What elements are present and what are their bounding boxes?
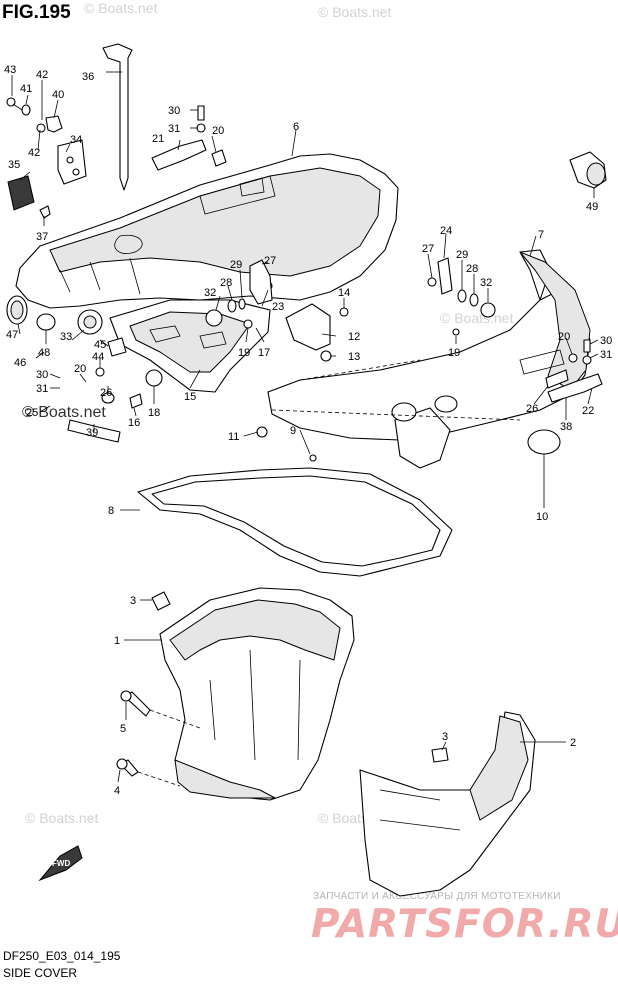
callout-18: 18	[148, 407, 160, 419]
callout-42-lower: 42	[28, 147, 40, 159]
callout-27-right: 27	[422, 243, 434, 255]
fwd-arrow-icon: FWD	[38, 845, 83, 882]
callout-20-top: 20	[212, 125, 224, 137]
callout-20-right: 20	[558, 331, 570, 343]
figure-title: FIG.195	[2, 2, 71, 23]
callout-14: 14	[338, 287, 350, 299]
callout-32-left: 32	[204, 287, 216, 299]
callout-27-left: 27	[264, 255, 276, 267]
part-2-lower-cover-right	[359, 711, 536, 897]
watermark-boats-3: © Boats.net	[440, 310, 514, 326]
callout-44: 44	[92, 351, 104, 363]
callout-13: 13	[348, 351, 360, 363]
callout-34: 34	[70, 134, 82, 146]
callout-21: 21	[152, 133, 164, 145]
callout-15: 15	[184, 391, 196, 403]
callout-41: 41	[20, 83, 32, 95]
callout-29-right: 29	[456, 249, 468, 261]
callout-46: 46	[14, 357, 26, 369]
figure-code: DF250_E03_014_195	[3, 949, 121, 963]
part-8-seal	[137, 467, 453, 577]
callout-29-left: 29	[230, 259, 242, 271]
callout-32-right: 32	[480, 277, 492, 289]
callout-28-left: 28	[220, 277, 232, 289]
callout-8: 8	[108, 505, 114, 517]
callout-4: 4	[114, 785, 120, 797]
part-1-lower-cover-left	[159, 587, 355, 801]
callout-45: 45	[94, 339, 106, 351]
callout-49: 49	[586, 201, 598, 213]
figure-name: SIDE COVER	[3, 966, 78, 980]
callout-48: 48	[38, 347, 50, 359]
watermark-boats-5: © Boats.net	[25, 810, 99, 826]
callout-28-right: 28	[466, 263, 478, 275]
callout-26-left: 26	[100, 387, 112, 399]
callout-5: 5	[120, 723, 126, 735]
callout-30-top: 30	[168, 105, 180, 117]
part-15-lower-frame-left	[109, 299, 271, 393]
part-36-strap	[102, 43, 133, 191]
callout-31-left: 31	[36, 383, 48, 395]
callout-38: 38	[560, 421, 572, 433]
callout-42-upper: 42	[36, 69, 48, 81]
callout-17: 17	[258, 347, 270, 359]
callout-31-right: 31	[600, 349, 612, 361]
callout-19-right: 19	[448, 347, 460, 359]
callout-12: 12	[348, 331, 360, 343]
small-hardware	[6, 97, 607, 777]
callout-43: 43	[4, 64, 16, 76]
callout-30-right: 30	[600, 335, 612, 347]
watermark-boats-4: © Boats.net	[22, 404, 106, 421]
brand-tagline: ЗАПЧАСТИ И АКСЕССУАРЫ ДЛЯ МОТОТЕХНИКИ	[313, 891, 561, 902]
part-6-upper-cover	[15, 153, 399, 309]
callout-numbers: 43 42 41 40 36 34 42 35 37 30 31 20 21 6…	[4, 64, 612, 797]
callout-3-right: 3	[442, 731, 448, 743]
callout-6: 6	[293, 121, 299, 133]
fwd-label: FWD	[52, 859, 70, 868]
callout-3-left: 3	[130, 595, 136, 607]
leader-lines	[11, 71, 599, 787]
callout-35: 35	[8, 159, 20, 171]
callout-7: 7	[538, 229, 544, 241]
callout-22: 22	[582, 405, 594, 417]
callout-39: 39	[86, 427, 98, 439]
callout-31-top: 31	[168, 123, 180, 135]
callout-11: 11	[228, 431, 239, 443]
callout-47: 47	[6, 329, 18, 341]
callout-10: 10	[536, 511, 548, 523]
brand-name: PARTSFOR.RU	[311, 902, 618, 947]
callout-9: 9	[290, 425, 296, 437]
watermark-boats-1: © Boats.net	[84, 0, 158, 16]
callout-36: 36	[82, 71, 94, 83]
callout-40: 40	[52, 89, 64, 101]
callout-24: 24	[440, 225, 452, 237]
callout-26-right: 26	[526, 403, 538, 415]
callout-30-left: 30	[36, 369, 48, 381]
callout-20-left: 20	[74, 363, 86, 375]
callout-25: 25	[26, 407, 38, 419]
callout-2: 2	[570, 737, 576, 749]
callout-1: 1	[114, 635, 120, 647]
callout-23: 23	[272, 301, 284, 313]
callout-37: 37	[36, 231, 48, 243]
callout-33: 33	[60, 331, 72, 343]
callout-19-left: 19	[238, 347, 250, 359]
callout-16: 16	[128, 417, 140, 429]
watermark-boats-2: © Boats.net	[318, 4, 392, 20]
